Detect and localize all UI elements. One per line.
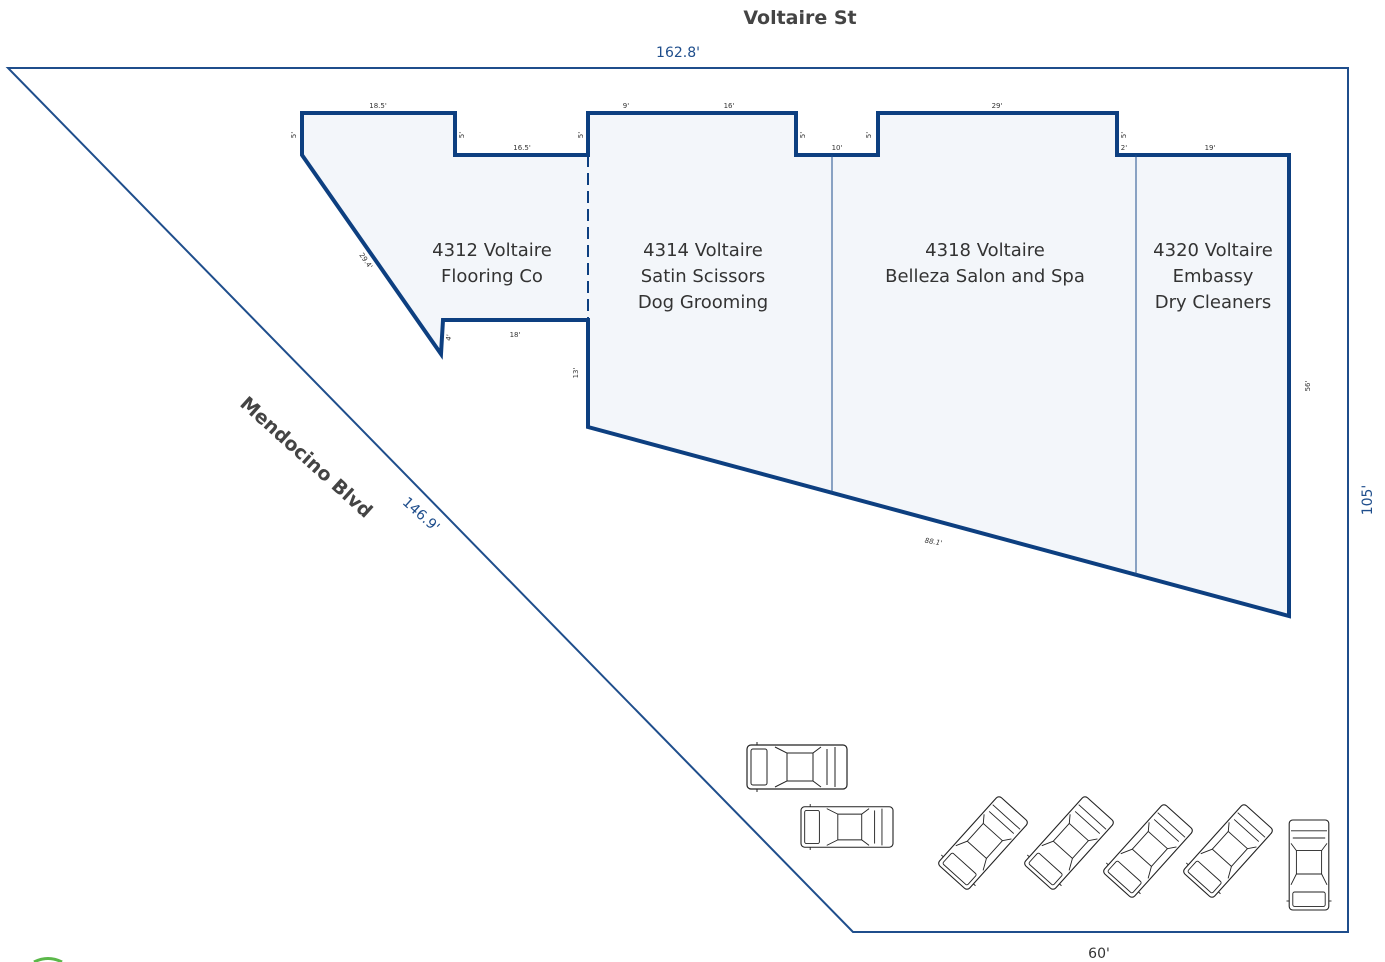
building-footprint — [300, 111, 1291, 619]
unit-4318-address: 4318 Voltaire — [925, 240, 1045, 261]
unit-4320: 4320 Voltaire Embassy Dry Cleaners — [1153, 240, 1273, 313]
dim-5-left: 5' — [290, 132, 298, 138]
dim-18-5: 18.5' — [369, 102, 387, 110]
dim-5-step1: 5' — [458, 132, 466, 138]
lot-dim-bottom: 60' — [1088, 946, 1110, 962]
dim-13: 13' — [572, 368, 580, 379]
lot-boundary — [5, 67, 1349, 933]
dim-16: 16' — [724, 102, 735, 110]
dim-5-step5: 5' — [1120, 132, 1128, 138]
unit-4312-tenant: Flooring Co — [441, 266, 543, 287]
street-label-voltaire: Voltaire St — [743, 7, 856, 29]
car-icon — [800, 803, 894, 851]
unit-4312-address: 4312 Voltaire — [432, 240, 552, 261]
unit-4314-tenant-line2: Dog Grooming — [638, 292, 768, 313]
unit-4312: 4312 Voltaire Flooring Co — [432, 240, 552, 287]
car-icon — [1099, 800, 1197, 902]
dim-88-1: 88.1' — [924, 537, 943, 548]
dim-18: 18' — [510, 331, 521, 339]
dim-56: 56' — [1304, 381, 1312, 392]
dim-2: 2' — [1121, 144, 1127, 152]
car-icon — [746, 741, 848, 793]
dim-5-step3: 5' — [799, 132, 807, 138]
dim-5-step4: 5' — [865, 132, 873, 138]
dim-9: 9' — [623, 102, 629, 110]
lot-dim-top: 162.8' — [656, 45, 700, 61]
car-icon — [1020, 792, 1118, 894]
car-icon — [1285, 819, 1333, 911]
lot-dim-right: 105' — [1360, 485, 1376, 516]
unit-4320-tenant-line1: Embassy — [1173, 266, 1254, 287]
unit-4318: 4318 Voltaire Belleza Salon and Spa — [885, 240, 1085, 287]
street-label-mendocino: Mendocino Blvd — [236, 393, 377, 523]
car-icon — [1179, 800, 1277, 902]
unit-4320-tenant-line2: Dry Cleaners — [1155, 292, 1272, 313]
unit-4318-tenant: Belleza Salon and Spa — [885, 266, 1085, 287]
dim-19: 19' — [1205, 144, 1216, 152]
dim-5-step2: 5' — [577, 132, 585, 138]
car-icon — [934, 792, 1032, 894]
dim-10: 10' — [832, 144, 843, 152]
unit-4314-tenant-line1: Satin Scissors — [641, 266, 766, 287]
dim-29: 29' — [992, 102, 1003, 110]
dim-16-5: 16.5' — [513, 144, 531, 152]
unit-4320-address: 4320 Voltaire — [1153, 240, 1273, 261]
unit-4314: 4314 Voltaire Satin Scissors Dog Groomin… — [638, 240, 768, 313]
unit-4314-address: 4314 Voltaire — [643, 240, 763, 261]
logo-fragment — [33, 957, 63, 962]
dim-4: 4' — [445, 334, 454, 342]
parking-cars — [746, 741, 1333, 911]
lot-dim-diagonal: 146.9' — [399, 494, 442, 535]
